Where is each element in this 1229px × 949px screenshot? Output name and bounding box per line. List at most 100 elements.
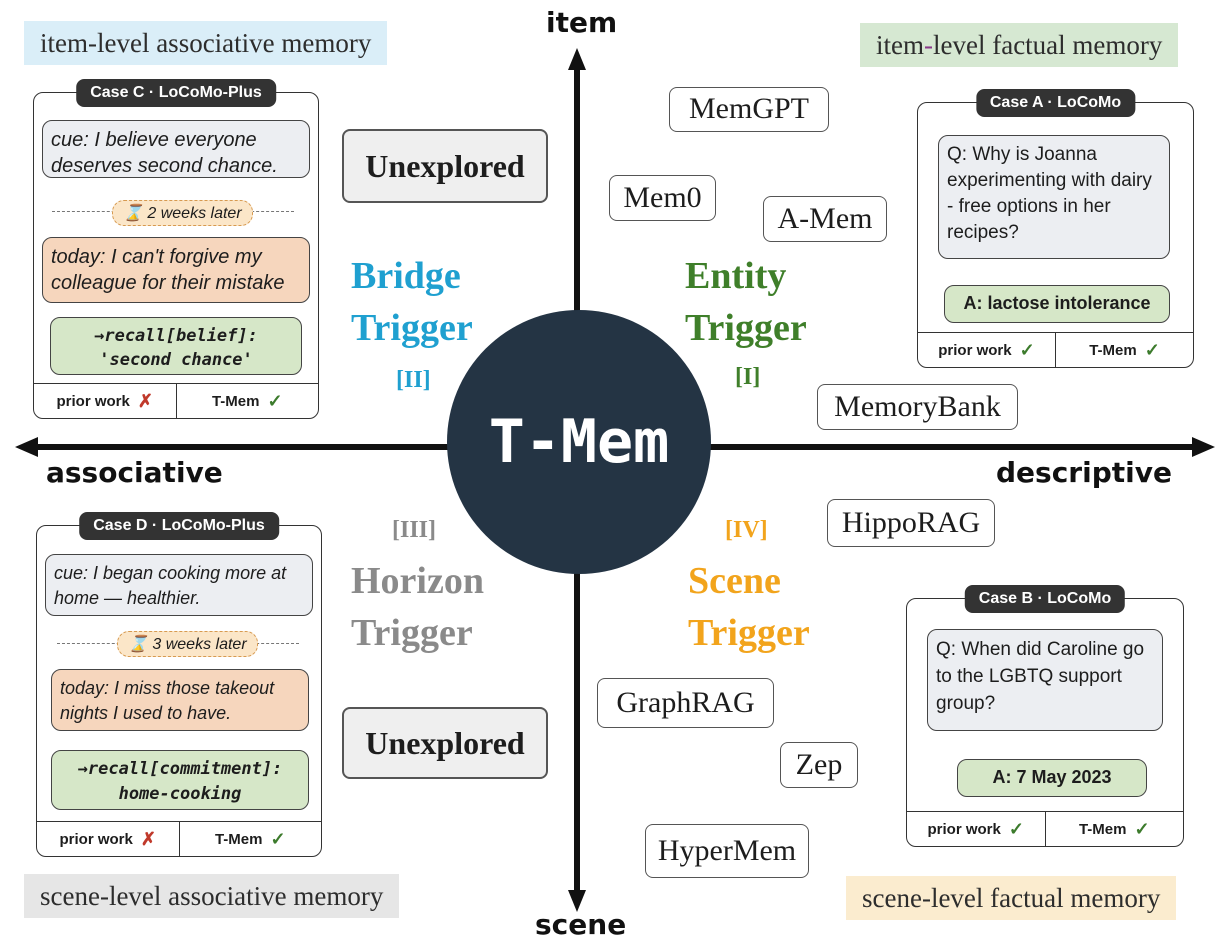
case-c-time: ⌛ 2 weeks later [112,200,253,226]
hourglass-icon: ⌛ [123,205,143,222]
t-mem-circle: T-Mem [447,310,711,574]
case-b-prior: prior work ✓ [907,812,1045,846]
check-icon: ✓ [1134,818,1150,839]
unexplored-top: Unexplored [342,129,548,203]
axis-label-item: item [546,6,618,39]
axis-arrow-left [15,437,38,457]
case-d-recall-line1: →recall[commitment]: [77,759,283,779]
bridge-trigger-line1: Bridge [351,255,461,297]
system-mem0: Mem0 [609,175,716,221]
system-hypermem: HyperMem [645,824,809,878]
case-d-time: ⌛ 3 weeks later [117,631,258,657]
case-c-prior: prior work ✗ [34,384,176,418]
horizontal-axis [15,437,1215,457]
entity-trigger-num: [I] [735,364,761,390]
scene-trigger-num: [IV] [725,517,768,543]
corner-item-associative: item-level associative memory [24,21,388,65]
case-d-time-text: 3 weeks later [152,636,247,653]
check-icon: ✓ [1144,339,1160,360]
corner-item-factual-b: level factual memory [933,30,1163,60]
axis-arrow-down [568,890,586,912]
case-d-today: today: I miss those takeout nights I use… [51,669,309,731]
horizon-trigger-line2: Trigger [351,612,473,654]
case-d-prior-label: prior work [59,830,133,848]
check-icon: ✓ [267,390,283,411]
scene-trigger-line2: Trigger [688,612,810,654]
case-c-prior-label: prior work [56,392,130,410]
corner-item-factual-dash: - [924,30,933,60]
case-d-cue: cue: I began cooking more at home — heal… [45,554,313,616]
case-a-card: Case A · LoCoMo Q: Why is Joanna experim… [917,89,1194,368]
case-c-tmem-label: T-Mem [211,392,260,410]
scene-trigger-line1: Scene [688,560,781,602]
case-d-tmem: T-Mem ✓ [178,822,322,856]
cross-icon: ✗ [137,390,153,411]
case-d-tmem-label: T-Mem [214,830,263,848]
case-c-title: Case C · LoCoMo-Plus [76,79,276,107]
case-b-question: Q: When did Caroline go to the LGBTQ sup… [927,629,1163,731]
case-c-recall: →recall[belief]: 'second chance' [50,317,302,375]
axis-arrow-up [568,48,586,70]
entity-trigger-line1: Entity [685,255,787,297]
case-c-recall-line2: 'second chance' [99,350,253,370]
case-d-title: Case D · LoCoMo-Plus [79,512,279,540]
system-a-mem: A-Mem [763,196,887,242]
case-c-time-text: 2 weeks later [147,205,242,222]
system-memorybank: MemoryBank [817,384,1018,430]
case-a-tmem-label: T-Mem [1089,341,1137,359]
corner-scene-factual: scene-level factual memory [846,876,1177,920]
case-c-tmem: T-Mem ✓ [175,384,319,418]
system-memgpt: MemGPT [669,87,829,132]
scene-trigger-label: Scene Trigger [688,555,810,659]
case-c-card: Case C · LoCoMo-Plus cue: I believe ever… [33,79,319,419]
hourglass-icon: ⌛ [128,636,148,653]
case-b-footer: prior work ✓ T-Mem✓ [907,811,1183,846]
axis-label-descriptive: descriptive [996,456,1172,489]
case-a-title: Case A · LoCoMo [975,89,1136,117]
check-icon: ✓ [1019,339,1035,360]
case-d-footer: prior work ✗ T-Mem ✓ [37,821,321,856]
case-b-card: Case B · LoCoMo Q: When did Caroline go … [906,585,1184,847]
system-hipporag: HippoRAG [827,499,995,547]
bridge-trigger-label: Bridge Trigger [351,250,473,354]
case-c-today: today: I can't forgive my colleague for … [42,237,310,303]
case-c-cue: cue: I believe everyone deserves second … [42,120,310,178]
horizon-trigger-line1: Horizon [351,560,484,602]
axis-label-scene: scene [535,908,627,941]
horizon-trigger-num: [III] [392,517,437,543]
case-d-recall: →recall[commitment]: home-cooking [51,750,309,810]
horizon-trigger-label: Horizon Trigger [351,555,484,659]
case-b-answer: A: 7 May 2023 [957,759,1147,797]
corner-scene-associative: scene-level associative memory [24,874,400,918]
case-a-prior-label: prior work [938,341,1012,359]
corner-item-factual: item-level factual memory [860,23,1179,67]
system-graphrag: GraphRAG [597,678,774,728]
case-a-tmem: T-Mem ✓ [1055,333,1193,367]
system-zep: Zep [780,742,858,788]
check-icon: ✓ [270,828,286,849]
case-a-question: Q: Why is Joanna experimenting with dair… [938,135,1170,259]
case-b-tmem: T-Mem✓ [1044,812,1184,846]
case-d-recall-line2: home-cooking [118,784,242,804]
case-b-prior-label: prior work [927,820,1001,838]
case-a-answer: A: lactose intolerance [944,285,1170,323]
unexplored-bottom: Unexplored [342,707,548,779]
cross-icon: ✗ [140,828,156,849]
case-a-prior: prior work ✓ [918,333,1055,367]
case-d-prior: prior work ✗ [37,822,179,856]
case-b-title: Case B · LoCoMo [964,585,1126,613]
case-d-card: Case D · LoCoMo-Plus cue: I began cookin… [36,512,322,857]
corner-item-factual-a: item [876,30,924,60]
case-c-footer: prior work ✗ T-Mem ✓ [34,383,318,418]
entity-trigger-line2: Trigger [685,307,807,349]
bridge-trigger-num: [II] [396,367,431,393]
case-c-recall-line1: →recall[belief]: [94,326,258,346]
case-a-footer: prior work ✓ T-Mem ✓ [918,332,1193,367]
entity-trigger-label: Entity Trigger [685,250,807,354]
vertical-axis [568,48,586,912]
bridge-trigger-line2: Trigger [351,307,473,349]
check-icon: ✓ [1008,818,1024,839]
axis-label-associative: associative [46,456,223,489]
axis-arrow-right [1192,437,1215,457]
